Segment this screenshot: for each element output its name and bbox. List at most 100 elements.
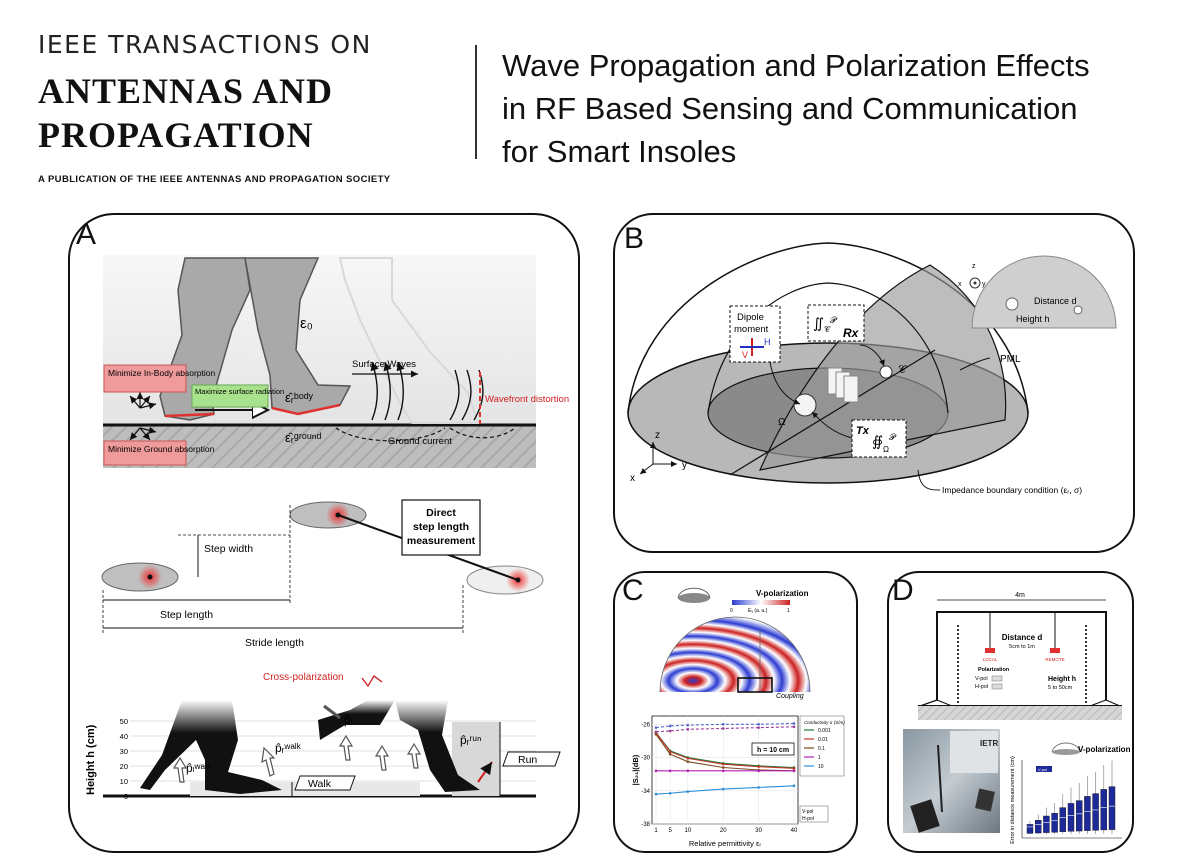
- walk-tag: [294, 775, 356, 791]
- series-line: [655, 732, 795, 769]
- box: [1067, 803, 1075, 832]
- v-label: V: [742, 350, 748, 360]
- span-label: 4m: [1015, 592, 1025, 599]
- inset-axis-y: y: [982, 281, 986, 288]
- local-node: [985, 648, 995, 653]
- inset-axis-x: x: [958, 281, 962, 288]
- svg-text:20: 20: [120, 762, 128, 771]
- paper-title-line2: in RF Based Sensing and Communication: [502, 91, 1078, 126]
- inset-height: Height h: [1016, 314, 1050, 324]
- y-tick-label: -26: [641, 722, 650, 728]
- run-label: Run: [518, 754, 537, 766]
- ground-current-arc: [449, 427, 516, 439]
- eps-body-label: ε̂ᵣᵇᵒᵈʸ: [285, 390, 314, 405]
- axis-y-label: y: [682, 460, 687, 471]
- x-tick-label: 30: [755, 828, 762, 834]
- error-boxplots: [1026, 760, 1116, 834]
- max-surface-label: Maximize surface radiation: [195, 387, 284, 396]
- series-point: [792, 725, 796, 729]
- x-tick-label: 40: [791, 828, 798, 834]
- s21-y-ticks: -26-30-34-38: [641, 722, 650, 828]
- vpol-label: V-pol: [975, 676, 988, 682]
- ground-current-arc: [335, 427, 446, 442]
- box: [1034, 820, 1042, 834]
- series-point: [686, 769, 690, 773]
- direct-step-box: [401, 499, 481, 556]
- truss-feet: [919, 699, 1121, 707]
- direct-step-label-1: Direct: [426, 507, 456, 519]
- step-length-label: Step length: [160, 609, 213, 621]
- field-outline: [659, 616, 811, 693]
- series-point: [668, 729, 672, 733]
- polarization-arrows: [172, 734, 422, 783]
- distance-range: 5cm to 1m: [1009, 644, 1035, 650]
- pr-run-label: p̂ᵣʳᵘⁿ: [460, 733, 481, 747]
- epsilon0-label: ε₀: [300, 315, 313, 332]
- c-label: 𝒞: [898, 364, 907, 376]
- dipole-label-1: Dipole: [737, 312, 764, 323]
- stride-length-label: Stride length: [245, 637, 304, 649]
- height-axis-title: Height h (cm): [85, 724, 97, 795]
- cross-pol-icon: [361, 675, 383, 688]
- s21-ylabel: |S₂₁|(dB): [631, 754, 640, 785]
- pml-label: PML: [1000, 354, 1021, 365]
- inset-axis-dot-center: [973, 281, 977, 285]
- rx-label: Rx: [843, 326, 860, 340]
- svg-text:0: 0: [124, 792, 128, 801]
- series-point: [654, 769, 658, 773]
- slice-line: [729, 349, 936, 476]
- legend-entry: 1: [818, 755, 821, 761]
- series-point: [686, 790, 690, 793]
- journal-name-line1: IEEE TRANSACTIONS ON: [38, 30, 372, 59]
- front-foot-sole: [271, 403, 341, 416]
- eps-ground-label: ε̂ᵣᵍʳᵒᵘⁿᵈ: [285, 430, 322, 445]
- series-point: [721, 766, 725, 769]
- height-range: 5 to 50cm: [1048, 685, 1073, 691]
- inset-rx: [1073, 305, 1083, 315]
- series-point: [757, 726, 760, 729]
- footprint-left: [101, 562, 179, 592]
- dipole-arrow: [769, 361, 801, 405]
- legend-entry: 0.1: [818, 746, 825, 752]
- vpol-swatch: [991, 675, 1003, 682]
- box: [1075, 800, 1083, 832]
- pol-legend-box: [799, 805, 829, 823]
- step-width-label: Step width: [204, 543, 253, 555]
- paper-title-line3: for Smart Insoles: [502, 134, 737, 169]
- vpol-title-d: V-polarization: [1078, 745, 1131, 754]
- box: [1043, 815, 1050, 833]
- floor-hatch: [918, 706, 1122, 720]
- ibc-pointer: [917, 469, 941, 491]
- distance-label: Distance d: [1002, 633, 1043, 642]
- svg-text:50: 50: [120, 717, 128, 726]
- cross-pol-label: Cross-polarization: [263, 672, 344, 683]
- svg-text:30: 30: [120, 747, 128, 756]
- hpol-swatch: [991, 683, 1003, 690]
- vpol-title: V-polarization: [756, 589, 809, 598]
- series-point: [721, 762, 725, 766]
- remote-node: [1050, 648, 1060, 653]
- x-tick-label: 1: [654, 828, 658, 834]
- tx-label: Tx: [856, 425, 870, 437]
- paper-title: Wave Propagation and Polarization Effect…: [502, 44, 1192, 173]
- panel-c-letter: C: [622, 574, 644, 607]
- rx-sphere: [879, 365, 893, 379]
- cbar-label: Eᵧ (a. u.): [748, 608, 768, 614]
- series-point: [792, 767, 796, 770]
- min-ground-label: Minimize Ground absorption: [108, 444, 215, 454]
- pol-legend-hpol: H-pol: [802, 816, 814, 822]
- series-point: [721, 727, 725, 730]
- series-point: [721, 769, 725, 773]
- dipole-label-2: moment: [734, 324, 769, 335]
- wave-line: [370, 361, 379, 421]
- series-point: [686, 760, 690, 763]
- rx-arrow: [859, 344, 885, 367]
- series-point: [668, 769, 672, 773]
- height-axis-ticks: 0 10 20 30 40 50: [120, 717, 128, 801]
- paper-title-line1: Wave Propagation and Polarization Effect…: [502, 48, 1090, 83]
- error-ylabel: Error in distance measurement (cm): [1010, 756, 1016, 844]
- pl-walk-label: p̂ₗʷᵃˡᵏ: [186, 761, 212, 775]
- panel-b-letter: B: [624, 222, 645, 255]
